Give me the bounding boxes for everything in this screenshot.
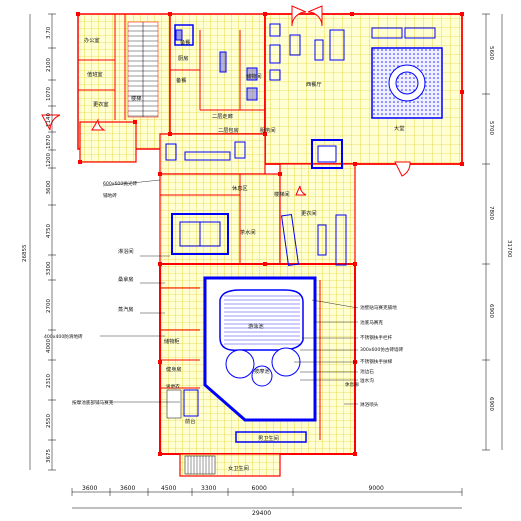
room-toilet: 男卫生间	[258, 434, 279, 442]
stair-top	[127, 21, 159, 118]
dim-left-10: 4000	[46, 339, 52, 353]
room-toilet-f: 女卫生间	[228, 464, 249, 472]
room-kitchen-a: 备餐	[180, 38, 191, 46]
doors	[41, 5, 411, 196]
dim-left-7: 4750	[46, 224, 52, 238]
note-tile: 淋浴喷头	[360, 401, 379, 408]
note-pool2: 池底马赛克	[360, 319, 383, 326]
note-pool5: 池边石	[360, 368, 374, 375]
note-pool3: 不锈钢扶手栏杆	[360, 334, 393, 341]
room-shower: 淋浴间	[118, 247, 134, 255]
dimension-texts: 3600 3600 4500 3300 6000 9000 5600 5700 7800 6900…	[46, 26, 494, 492]
note-pool-walk: 休息廊	[345, 381, 359, 388]
dim-left-1: 2100	[46, 58, 52, 72]
room-pool: 游泳池	[248, 322, 264, 330]
room-corridor: 二层走廊	[212, 112, 233, 120]
dim-left-4: 1870	[46, 135, 52, 149]
dim-bottom-0: 3600	[82, 485, 97, 492]
dim-left-3: 1140	[46, 113, 52, 127]
room-steam: 蒸汽房	[118, 305, 134, 313]
partitions	[78, 14, 321, 440]
dimension-lines	[29, 13, 503, 509]
dim-right-total: 31700	[506, 240, 512, 258]
room-changing: 更衣室	[93, 100, 109, 108]
dim-bottom-1: 3600	[120, 485, 135, 492]
dim-left-5: 1200	[46, 153, 52, 167]
annotations: 600x600抛光砖 铺地砖 400x400防滑地砖 男更衣 按摩池底部铺马赛克…	[44, 179, 404, 408]
dim-right-2: 7800	[488, 206, 494, 220]
dim-right-0: 5600	[488, 46, 494, 60]
room-kitchen-c: 备餐	[176, 76, 187, 84]
room-stair2: 楼梯间	[274, 190, 290, 198]
room-duty: 值班室	[87, 70, 103, 78]
room-labels: 办公室 值班室 更衣室 楼梯 备餐 厨房 备餐 储物间 二层走廊 二层包房 服务…	[84, 36, 404, 472]
note-pool4: 不锈钢扶手扶梯	[360, 358, 393, 365]
note-lobby2: 铺地砖	[103, 192, 117, 199]
note-pool6: 溢水沟	[360, 377, 374, 384]
note-pool1: 池壁贴马赛克铺地	[360, 304, 397, 311]
room-fitness: 健身房	[166, 365, 182, 373]
stair-pool-left	[166, 389, 182, 419]
room-lobby: 前台	[185, 417, 195, 425]
room-sauna: 桑拿房	[118, 275, 134, 283]
note-left1: 400x400防滑地砖	[44, 333, 83, 340]
room-service: 服务间	[260, 126, 276, 134]
dim-bottom-4: 6000	[252, 485, 267, 492]
note-left3: 男更衣	[166, 383, 180, 390]
room-jacuzzi: 按摩池	[254, 367, 270, 375]
dim-right-1: 5700	[488, 121, 494, 135]
note-tile2: 300x600仿古砖墙砖	[360, 346, 404, 353]
dim-left-total: 26855	[22, 244, 28, 262]
room-stair: 楼梯	[131, 94, 141, 102]
note-lobby: 600x600抛光砖	[103, 180, 137, 187]
walls	[76, 12, 464, 456]
dim-left-6: 3600	[46, 180, 52, 194]
dim-left-0: 3.70	[46, 26, 52, 39]
dim-right-3: 6900	[488, 304, 494, 318]
room-hall: 大堂	[394, 124, 404, 132]
dim-left-12: 2550	[46, 414, 52, 428]
dim-left-13: 3675	[46, 449, 52, 463]
dim-left-2: 1070	[46, 87, 52, 101]
dim-bottom-total: 29400	[252, 510, 271, 517]
room-vip: 二层包房	[218, 126, 239, 134]
dim-left-8: 3300	[46, 261, 52, 275]
room-restaurant: 西餐厅	[306, 80, 322, 88]
dim-right-4: 6900	[488, 397, 494, 411]
note-left5: 按摩池底部铺马赛克	[72, 399, 114, 406]
dim-left-11: 2310	[46, 374, 52, 388]
dim-bottom-3: 3300	[201, 485, 216, 492]
dim-bottom-2: 4500	[161, 485, 176, 492]
room-changing2: 更衣间	[301, 209, 317, 217]
room-office: 办公室	[84, 36, 100, 44]
room-tea: 茶水间	[240, 228, 256, 236]
dim-bottom-5: 9000	[369, 485, 384, 492]
furniture	[165, 23, 443, 443]
room-lounge: 休息区	[232, 184, 248, 192]
room-locker: 储物柜	[164, 337, 180, 345]
room-kitchen-b: 厨房	[178, 54, 188, 62]
pool-lane-lines	[224, 295, 300, 345]
stair-bottom	[184, 455, 216, 475]
dim-left-9: 2700	[46, 299, 52, 313]
room-store: 储物间	[246, 72, 262, 80]
